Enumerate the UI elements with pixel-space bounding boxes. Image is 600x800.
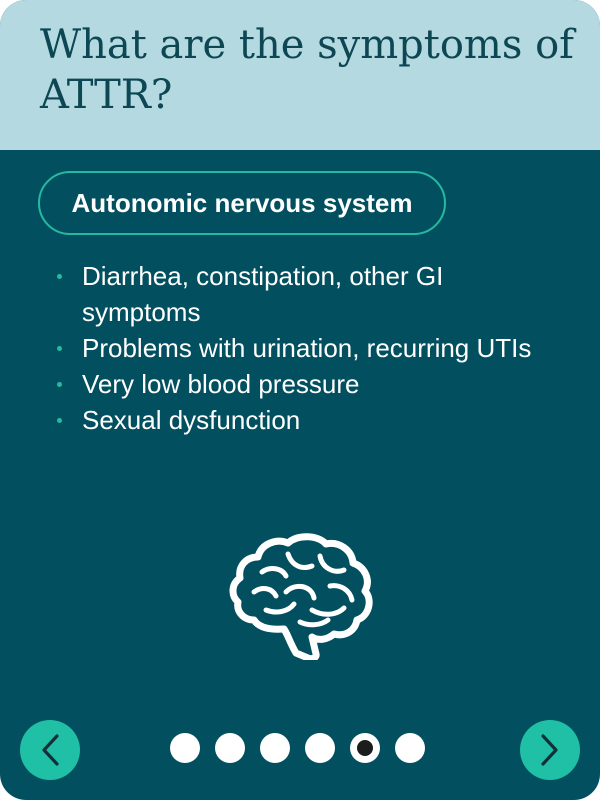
chevron-left-icon (42, 734, 59, 766)
previous-button[interactable] (20, 720, 80, 780)
card-header: What are the symptoms of ATTR? (0, 0, 600, 150)
section-label: Autonomic nervous system (38, 171, 446, 235)
symptom-list: Diarrhea, constipation, other GI symptom… (57, 258, 552, 438)
slide-dot-2[interactable] (215, 733, 245, 763)
slide-dot-3[interactable] (260, 733, 290, 763)
slide-dot-5-active[interactable] (350, 733, 380, 763)
slide-dot-6[interactable] (395, 733, 425, 763)
list-item: Sexual dysfunction (57, 402, 552, 438)
list-item: Problems with urination, recurring UTIs (57, 330, 552, 366)
slide-indicator (170, 733, 430, 767)
list-item: Diarrhea, constipation, other GI symptom… (57, 258, 552, 330)
slide-dot-1[interactable] (170, 733, 200, 763)
brain-icon (226, 530, 376, 663)
page-title: What are the symptoms of ATTR? (40, 22, 574, 118)
next-button[interactable] (520, 720, 580, 780)
list-item: Very low blood pressure (57, 366, 552, 402)
chevron-right-icon (541, 734, 558, 766)
slide-dot-4[interactable] (305, 733, 335, 763)
